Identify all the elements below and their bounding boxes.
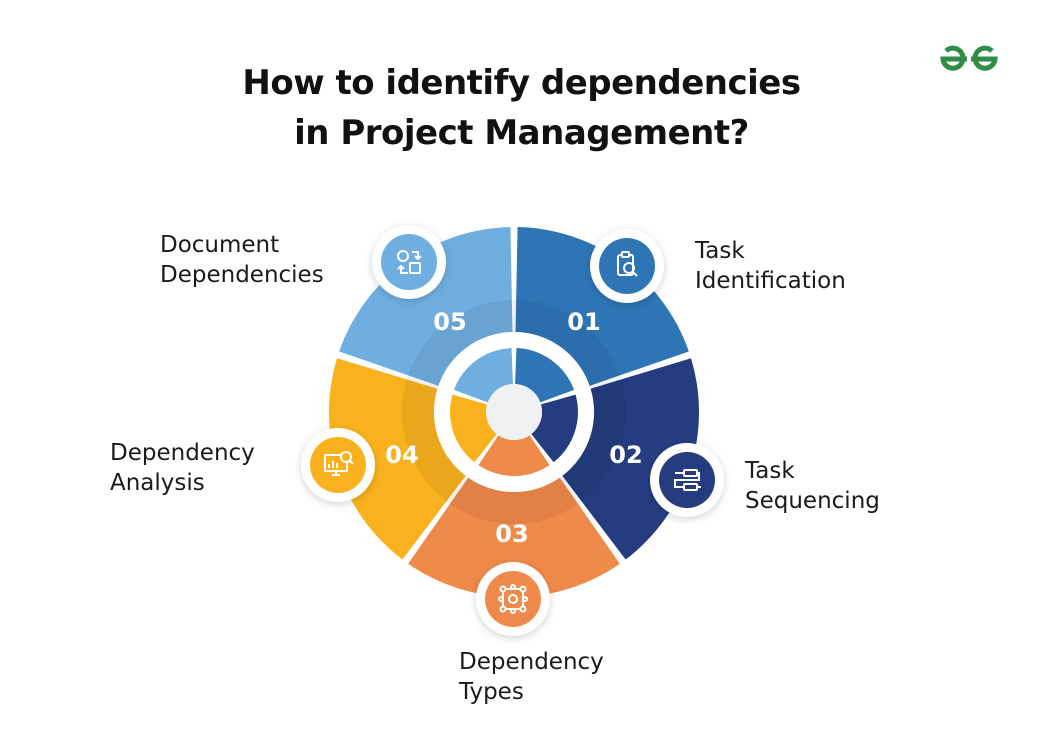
page-title: How to identify dependencies in Project …: [0, 58, 1043, 158]
inner-ring: [450, 348, 579, 477]
step-01-label-line-1: Task: [695, 238, 745, 264]
segment-01: [515, 227, 689, 386]
step-03-label-line-2: Types: [459, 679, 524, 705]
inner-segment-05: [453, 348, 513, 403]
step-04-label-line-1: Dependency: [110, 440, 255, 466]
inner-segment-04: [450, 394, 497, 463]
step-01-label: Task Identification: [695, 236, 846, 296]
inner-segment-02: [531, 394, 579, 463]
step-number-01: 01: [567, 308, 600, 336]
step-02-badge: [650, 443, 724, 517]
document-swap-icon: [397, 250, 422, 274]
step-05-badge: [372, 225, 446, 299]
segment-04: [329, 358, 466, 560]
step-number-02: 02: [609, 441, 642, 469]
step-01-badge: [590, 229, 664, 303]
step-03-label: Dependency Types: [459, 647, 604, 707]
step-05-label-line-2: Dependencies: [160, 262, 324, 288]
monitor-analysis-icon: [324, 451, 354, 476]
sequence-flow-icon: [674, 469, 701, 491]
step-04-label: Dependency Analysis: [110, 438, 255, 498]
network-hub-icon: [498, 584, 528, 614]
step-number-05: 05: [433, 308, 466, 336]
step-03-badge: [476, 562, 550, 636]
title-line-1: How to identify dependencies: [242, 63, 801, 103]
step-04-badge: [301, 428, 375, 502]
segment-05: [339, 227, 513, 386]
gfg-logo-icon: [940, 45, 998, 71]
step-05-label-line-1: Document: [160, 232, 280, 258]
center-hub: [486, 384, 542, 440]
step-02-label-line-2: Sequencing: [745, 488, 880, 514]
clipboard-search-icon: [617, 251, 638, 277]
title-line-2: in Project Management?: [294, 113, 749, 153]
step-02-label-line-1: Task: [745, 458, 795, 484]
step-01-label-line-2: Identification: [695, 268, 846, 294]
inner-segment-01: [515, 348, 575, 403]
step-number-04: 04: [385, 441, 418, 469]
step-03-label-line-1: Dependency: [459, 649, 604, 675]
step-02-label: Task Sequencing: [745, 456, 880, 516]
step-05-label: Document Dependencies: [160, 230, 324, 290]
segment-03: [408, 477, 620, 597]
step-numbers: 01 02 03 04 05: [385, 308, 642, 548]
inner-segment-03: [478, 435, 550, 477]
step-04-label-line-2: Analysis: [110, 470, 205, 496]
step-number-03: 03: [495, 520, 528, 548]
outer-ring: [329, 227, 699, 597]
